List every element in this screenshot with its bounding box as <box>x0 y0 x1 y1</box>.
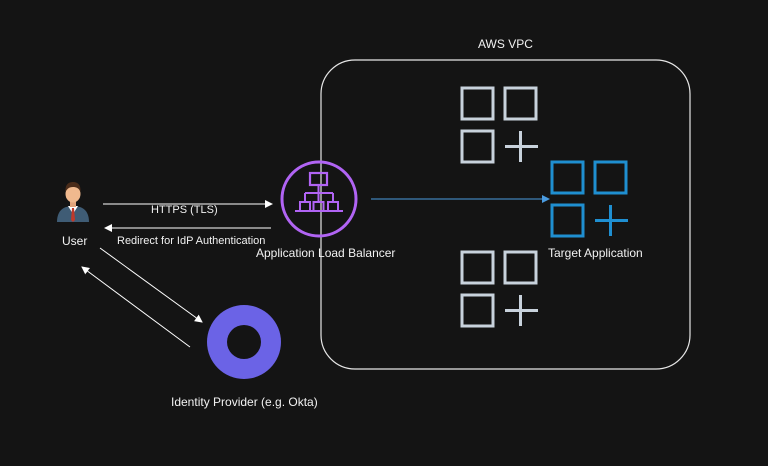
idp-to-user-arrow <box>81 266 191 348</box>
idp-label: Identity Provider (e.g. Okta) <box>171 395 318 409</box>
target-application-icon <box>550 160 628 238</box>
identity-provider-icon <box>207 305 281 379</box>
target-label: Target Application <box>548 246 643 260</box>
user-label: User <box>60 234 90 248</box>
instances-icon <box>460 250 538 328</box>
vpc-label: AWS VPC <box>478 37 533 51</box>
vpc-boundary <box>320 59 691 370</box>
load-balancer-icon <box>280 160 358 238</box>
alb-label: Application Load Balancer <box>256 246 396 260</box>
user-avatar-icon <box>57 182 89 222</box>
https-label: HTTPS (TLS) <box>151 204 218 216</box>
redirect-label: Redirect for IdP Authentication <box>117 235 266 247</box>
instances-icon <box>460 86 538 164</box>
user-to-idp-arrow <box>99 247 203 323</box>
